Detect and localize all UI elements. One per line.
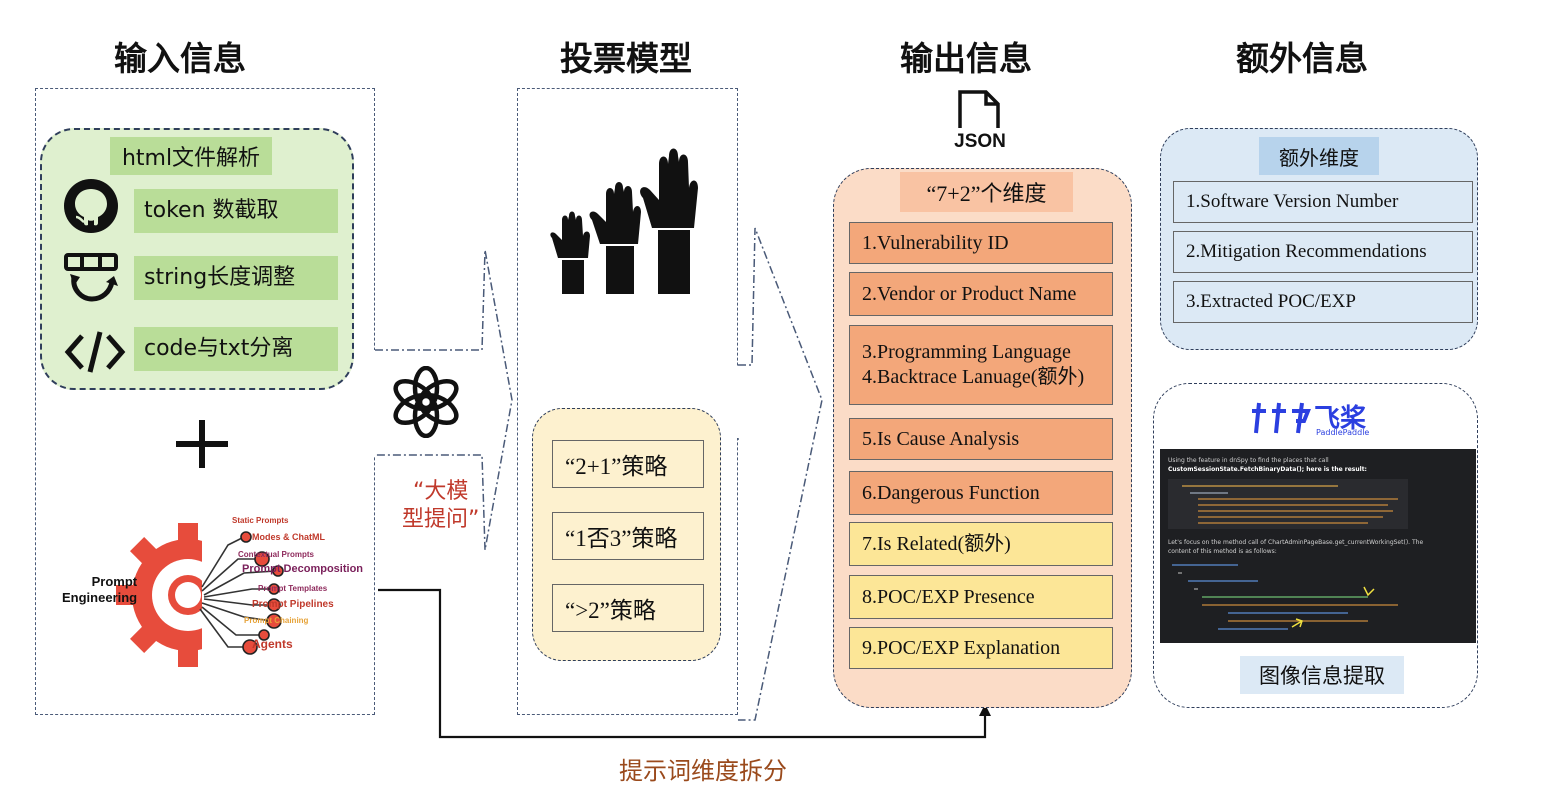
header-extra: 额外信息 <box>1236 39 1368 78</box>
prompt-engineering-item: Agents <box>252 637 293 651</box>
code-icon <box>64 331 126 373</box>
pe-label-line2: Engineering <box>62 590 138 605</box>
prompt-engineering-item: Static Prompts <box>232 516 289 525</box>
dimension-line: 4.Backtrace Lanuage(额外) <box>862 366 1085 388</box>
bottom-label: 提示词维度拆分 <box>619 757 787 785</box>
prompt-engineering-item: Prompt Templates <box>258 584 328 593</box>
extra-item-version: 1.Software Version Number <box>1173 181 1473 223</box>
screenshot-line3: Let's focus on the method call of ChartA… <box>1168 539 1424 546</box>
json-label: JSON <box>954 131 1006 152</box>
screenshot-code <box>1172 564 1398 630</box>
github-icon <box>64 179 118 233</box>
dimension-item: 9.POC/EXP Explanation <box>849 627 1113 669</box>
strategy-1no3: “1否3”策略 <box>552 512 704 560</box>
dimension-line: 2.Vendor or Product Name <box>862 282 1077 305</box>
strategy-2plus1: “2+1”策略 <box>552 440 704 488</box>
dimension-title: “7+2”个维度 <box>900 172 1073 212</box>
extra-item-poc: 3.Extracted POC/EXP <box>1173 281 1473 323</box>
dimension-item: 5.Is Cause Analysis <box>849 418 1113 460</box>
prompt-engineering-gear <box>116 523 284 667</box>
voting-hands-icon <box>550 148 698 294</box>
strategy-gt2: “>2”策略 <box>552 584 704 632</box>
dimension-item: 1.Vulnerability ID <box>849 222 1113 264</box>
vote-frame-gap <box>734 366 742 438</box>
dimension-item: 7.Is Related(额外) <box>849 522 1113 566</box>
paddle-logo-sub: PaddlePaddle <box>1316 428 1370 437</box>
dimension-item: 8.POC/EXP Presence <box>849 575 1113 619</box>
dimension-item: 2.Vendor or Product Name <box>849 272 1113 316</box>
screenshot-tree <box>1168 479 1408 529</box>
input-item-string: string长度调整 <box>134 256 338 300</box>
plus-icon <box>176 420 228 468</box>
code-screenshot: Using the feature in dnSpy to find the p… <box>1160 449 1476 643</box>
dimension-line: 6.Dangerous Function <box>862 481 1040 504</box>
prompt-engineering-item: Prompt Decomposition <box>242 563 364 575</box>
image-caption: 图像信息提取 <box>1240 656 1404 694</box>
llm-query-line2: 型提问” <box>402 507 480 532</box>
screenshot-line1: Using the feature in dnSpy to find the p… <box>1168 457 1329 464</box>
dimension-line: 3.Programming Language <box>862 341 1071 363</box>
dimension-line: 9.POC/EXP Explanation <box>862 636 1061 659</box>
openai-icon <box>393 366 459 438</box>
input-item-token: token 数截取 <box>134 189 338 233</box>
dimension-item: 6.Dangerous Function <box>849 471 1113 515</box>
llm-query-label: “大模 型提问” <box>402 478 479 534</box>
pe-label-line1: Prompt <box>91 574 138 589</box>
header-output: 输出信息 <box>900 39 1032 78</box>
header-input: 输入信息 <box>114 39 246 78</box>
paddle-logo-text: 飞桨 <box>1314 404 1367 434</box>
json-file-icon <box>958 90 1000 128</box>
paddle-logo-icon <box>1252 402 1311 434</box>
dimension-line: 7.Is Related(额外) <box>862 532 1011 555</box>
dimension-line: 1.Vulnerability ID <box>862 231 1009 254</box>
extra-item-mitigation: 2.Mitigation Recommendations <box>1173 231 1473 273</box>
dimension-line: 5.Is Cause Analysis <box>862 427 1020 450</box>
prompt-engineering-item: Modes & ChatML <box>252 532 325 542</box>
refresh-icon <box>64 253 118 302</box>
prompt-engineering-item: Contextual Prompts <box>238 550 315 559</box>
dimension-line: 8.POC/EXP Presence <box>862 585 1035 608</box>
header-vote: 投票模型 <box>560 39 692 78</box>
input-item-code: code与txt分离 <box>134 327 338 371</box>
frame-gap <box>372 350 378 456</box>
html-parse-title: html文件解析 <box>110 137 272 175</box>
dimension-item: 3.Programming Language 4.Backtrace Lanuag… <box>849 325 1113 405</box>
screenshot-line4: content of this method is as follows: <box>1168 548 1277 555</box>
screenshot-line2: CustomSessionState.FetchBinaryData(); he… <box>1168 466 1367 473</box>
prompt-engineering-item: Prompt Pipelines <box>252 599 334 610</box>
llm-query-line1: “大模 <box>413 479 469 504</box>
prompt-engineering-label: Prompt Engineering <box>62 574 137 606</box>
prompt-engineering-item: Prompt Chaining <box>244 616 309 625</box>
extra-dimension-title: 额外维度 <box>1259 137 1379 175</box>
